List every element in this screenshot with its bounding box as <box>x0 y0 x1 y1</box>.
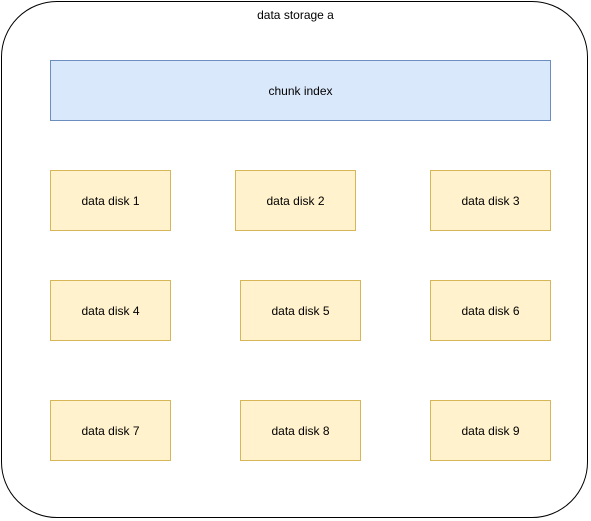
data-disk-9: data disk 9 <box>430 400 551 461</box>
data-disk-label: data disk 7 <box>81 423 140 438</box>
data-disk-label: data disk 6 <box>461 303 520 318</box>
data-disk-4: data disk 4 <box>50 280 171 341</box>
data-disk-7: data disk 7 <box>50 400 171 461</box>
data-disk-label: data disk 9 <box>461 423 520 438</box>
data-disk-3: data disk 3 <box>430 170 551 231</box>
data-disk-label: data disk 2 <box>266 193 325 208</box>
data-disk-6: data disk 6 <box>430 280 551 341</box>
data-disk-label: data disk 1 <box>81 193 140 208</box>
data-disk-label: data disk 8 <box>271 423 330 438</box>
data-disk-8: data disk 8 <box>240 400 361 461</box>
chunk-index-box: chunk index <box>50 60 551 121</box>
data-disk-label: data disk 3 <box>461 193 520 208</box>
chunk-index-label: chunk index <box>268 83 333 98</box>
data-disk-1: data disk 1 <box>50 170 171 231</box>
data-disk-label: data disk 5 <box>271 303 330 318</box>
data-disk-label: data disk 4 <box>81 303 140 318</box>
data-storage-title: data storage a <box>257 8 334 22</box>
data-disk-2: data disk 2 <box>235 170 356 231</box>
data-disk-5: data disk 5 <box>240 280 361 341</box>
